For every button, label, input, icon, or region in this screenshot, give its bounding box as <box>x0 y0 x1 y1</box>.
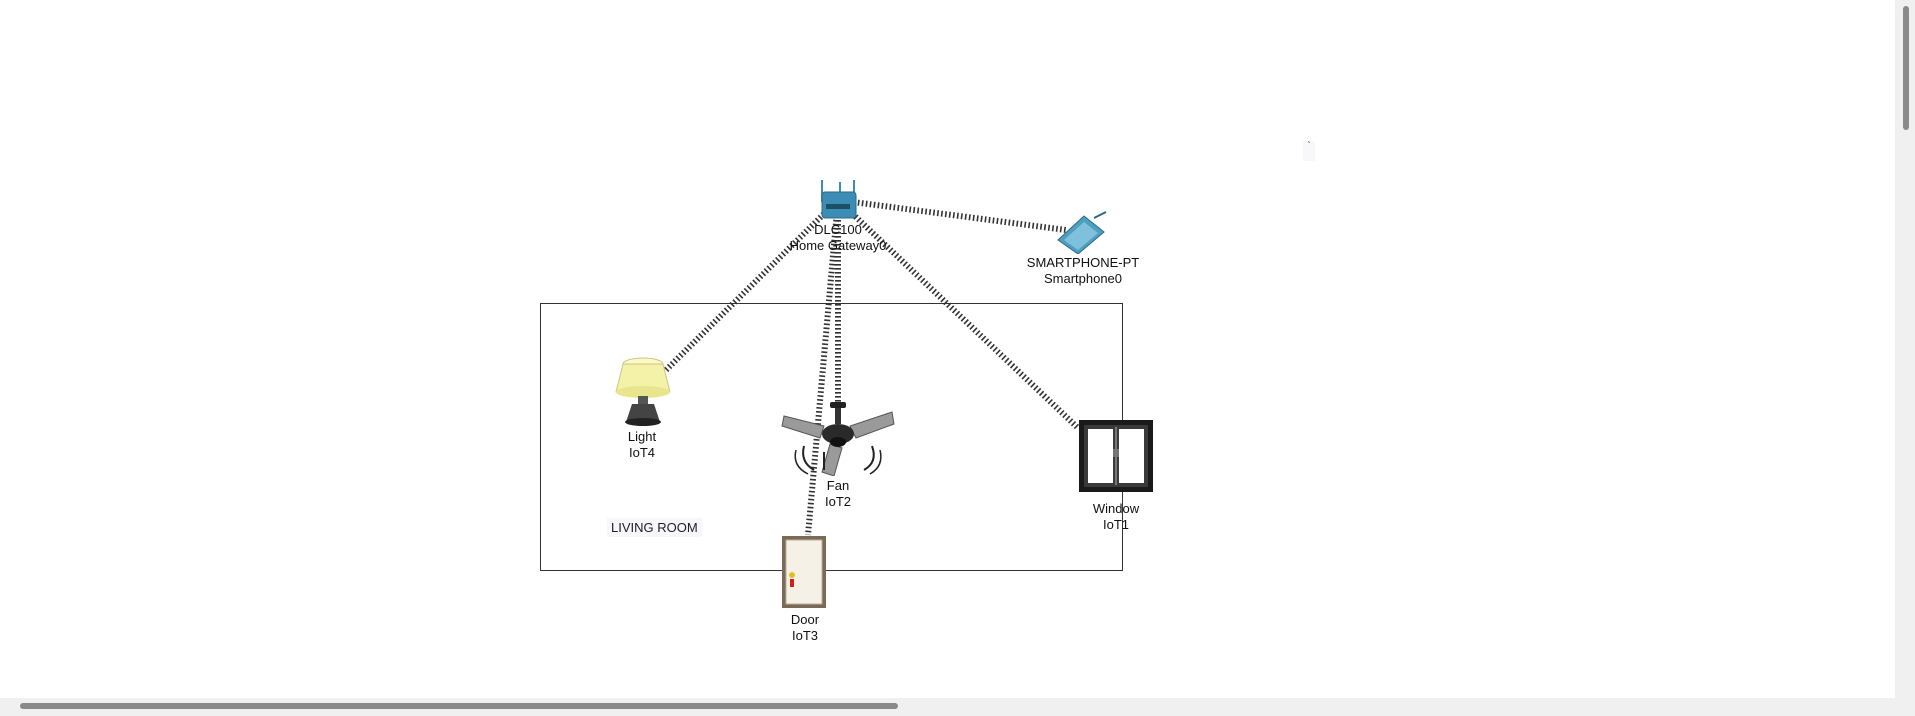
light-device[interactable] <box>612 356 674 426</box>
light-label: Light IoT4 <box>628 429 656 461</box>
home-gateway-label: DLC100 Home Gateway0 <box>790 222 887 254</box>
door-label: Door IoT3 <box>791 612 819 644</box>
small-note[interactable]: ` <box>1303 141 1315 161</box>
smartphone-label: SMARTPHONE-PT Smartphone0 <box>1027 255 1139 287</box>
window-model: Window <box>1092 501 1140 516</box>
light-model: Light <box>627 429 657 444</box>
light-name: IoT4 <box>628 445 656 460</box>
window-name: IoT1 <box>1102 517 1129 532</box>
door-name: IoT3 <box>791 628 818 643</box>
wireless-link-light[interactable] <box>663 197 841 373</box>
fan-model: Fan <box>826 478 850 493</box>
wireless-links-layer <box>663 197 1081 536</box>
fan-label: Fan IoT2 <box>825 478 851 510</box>
room-note-label[interactable]: LIVING ROOM <box>607 518 702 537</box>
wireless-link-window[interactable] <box>835 197 1081 431</box>
door-icon <box>782 536 826 608</box>
home-gateway-device[interactable] <box>818 178 860 222</box>
home-gateway-name: Home Gateway0 <box>789 238 887 253</box>
vertical-scrollbar-thumb[interactable] <box>1903 6 1909 130</box>
wireless-link-door[interactable] <box>805 199 841 536</box>
door-device[interactable] <box>781 535 827 609</box>
vertical-scrollbar[interactable] <box>1895 0 1915 698</box>
fan-name: IoT2 <box>824 494 852 509</box>
home-gateway-model: DLC100 <box>814 222 862 237</box>
smartphone-device[interactable] <box>1054 210 1110 255</box>
home-gateway-icon <box>821 180 857 219</box>
lamp-icon <box>615 357 671 426</box>
window-icon <box>1079 420 1153 492</box>
logical-workspace-canvas[interactable]: LIVING ROOM ` DLC100 Home Gateway0 SMART… <box>0 0 1895 698</box>
window-device[interactable] <box>1078 419 1154 493</box>
window-label: Window IoT1 <box>1093 501 1139 533</box>
smartphone-model: SMARTPHONE-PT <box>1026 255 1140 270</box>
door-model: Door <box>790 612 820 627</box>
ceiling-fan-icon <box>781 402 895 477</box>
smartphone-name: Smartphone0 <box>1043 271 1123 286</box>
smartphone-icon <box>1057 211 1107 255</box>
scrollbar-corner <box>1895 698 1915 716</box>
fan-device[interactable] <box>780 400 896 477</box>
horizontal-scrollbar[interactable] <box>0 698 1895 716</box>
horizontal-scrollbar-thumb[interactable] <box>20 703 898 709</box>
